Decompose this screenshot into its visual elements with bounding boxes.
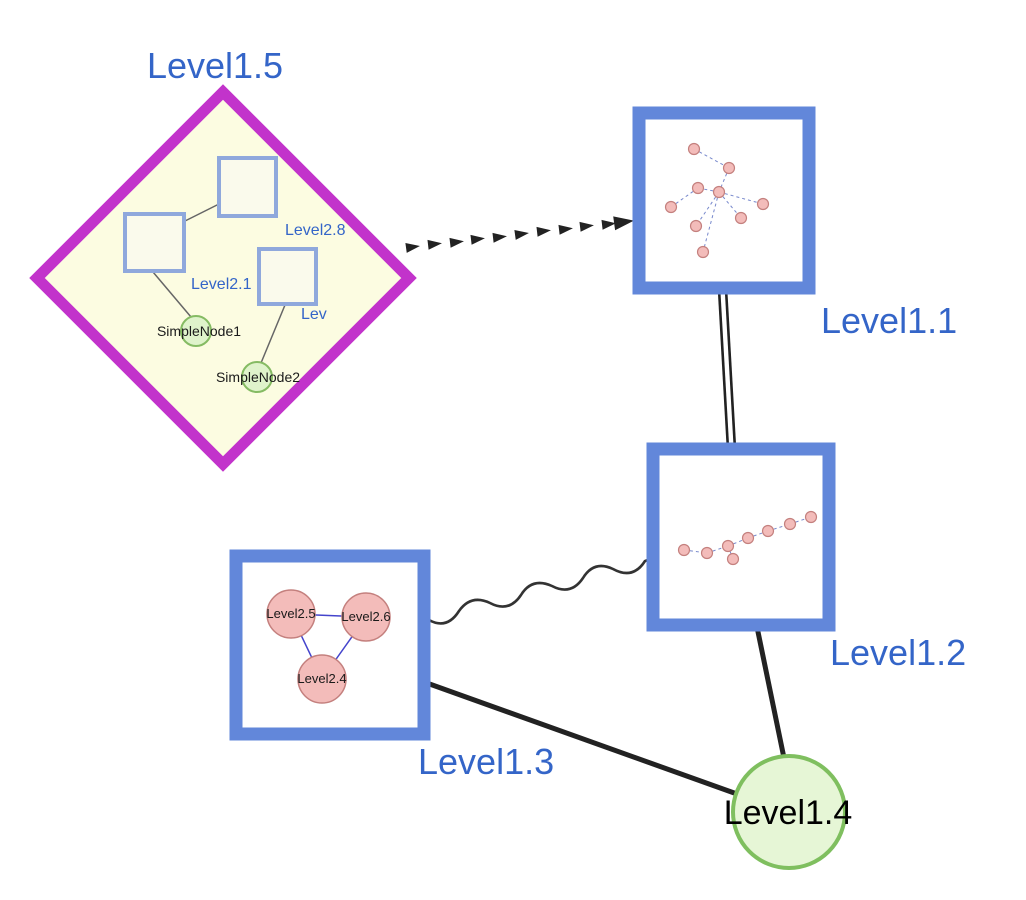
inner-label-simplenode2: SimpleNode2 [216, 369, 300, 385]
mini-node[interactable] [761, 524, 775, 538]
inner-label-level2-6: Level2.6 [341, 609, 390, 624]
level1-1-inner-graph [664, 142, 770, 259]
group-level1-1 [632, 106, 816, 295]
mini-edge [695, 191, 720, 227]
mini-node[interactable] [696, 245, 710, 259]
edge-level11-level12[interactable] [717, 288, 737, 450]
inner-node-level2-4[interactable] [297, 654, 347, 704]
double-line-left [717, 288, 730, 450]
mini-node[interactable] [804, 510, 818, 524]
node-level1-4-circle[interactable] [731, 754, 847, 870]
group-level1-4: Level1.4 [724, 754, 853, 870]
inner-label-lev: Lev [301, 306, 327, 323]
mini-node[interactable] [726, 552, 740, 566]
edge-level13-level12[interactable] [428, 554, 659, 625]
mini-node[interactable] [691, 181, 705, 195]
mini-node[interactable] [687, 142, 701, 156]
group-level1-2 [646, 442, 836, 632]
mini-node[interactable] [664, 200, 678, 214]
mini-edge [718, 191, 764, 205]
node-level1-3-square[interactable] [229, 549, 431, 741]
level1-2-inner-graph [677, 510, 818, 566]
inner-node-lev[interactable] [257, 247, 318, 306]
mini-edge [693, 148, 730, 169]
mini-node[interactable] [756, 197, 770, 211]
mini-node[interactable] [689, 219, 703, 233]
inner-edge-square-right-simplenode2 [260, 304, 286, 364]
inner-node-level2-8[interactable] [217, 156, 278, 218]
mini-node[interactable] [783, 517, 797, 531]
mini-node[interactable] [734, 211, 748, 225]
inner-node-level2-1[interactable] [123, 212, 186, 273]
inner-node-level2-5[interactable] [266, 589, 316, 639]
node-level1-5-diamond[interactable] [29, 84, 417, 472]
node-level1-2-label: Level1.2 [830, 632, 966, 673]
edge-level13-level14[interactable] [423, 679, 738, 797]
group-level1-5: Level2.8 Level2.1 Lev SimpleNode1 Simple… [29, 84, 417, 472]
mini-node[interactable] [712, 185, 726, 199]
group-level1-3: Level2.5 Level2.6 Level2.4 [229, 549, 431, 741]
mini-edge [702, 191, 720, 253]
mini-node[interactable] [741, 531, 755, 545]
edge-level12-level14[interactable] [754, 626, 787, 759]
node-level1-4-label: Level1.4 [724, 794, 853, 832]
inner-label-level2-1: Level2.1 [191, 276, 252, 293]
node-level1-1-label: Level1.1 [821, 300, 957, 341]
inner-label-level2-4: Level2.4 [297, 671, 346, 686]
node-level1-3-label: Level1.3 [418, 741, 554, 782]
double-line-right [724, 288, 737, 450]
inner-edge-square-left-simplenode1 [152, 271, 192, 318]
inner-edge-square-top-square-left [184, 203, 220, 222]
node-level1-2-square[interactable] [646, 442, 836, 632]
edge-level15-level11[interactable] [405, 216, 634, 253]
mini-node[interactable] [721, 539, 735, 553]
inner-label-level2-5: Level2.5 [266, 606, 315, 621]
inner-label-simplenode1: SimpleNode1 [157, 323, 241, 339]
mini-edge [718, 167, 730, 193]
mini-node[interactable] [677, 543, 691, 557]
edges-layer [405, 216, 787, 797]
level1-3-inner-graph: Level2.5 Level2.6 Level2.4 [266, 589, 391, 704]
node-level1-1-square[interactable] [632, 106, 816, 295]
mini-node[interactable] [722, 161, 736, 175]
inner-label-level2-8: Level2.8 [285, 222, 346, 239]
inner-node-level2-6[interactable] [341, 592, 391, 642]
mini-node[interactable] [700, 546, 714, 560]
node-level1-5-label: Level1.5 [147, 45, 283, 86]
inner-node-simplenode2[interactable] [241, 361, 273, 393]
inner-node-simplenode1[interactable] [180, 315, 212, 347]
